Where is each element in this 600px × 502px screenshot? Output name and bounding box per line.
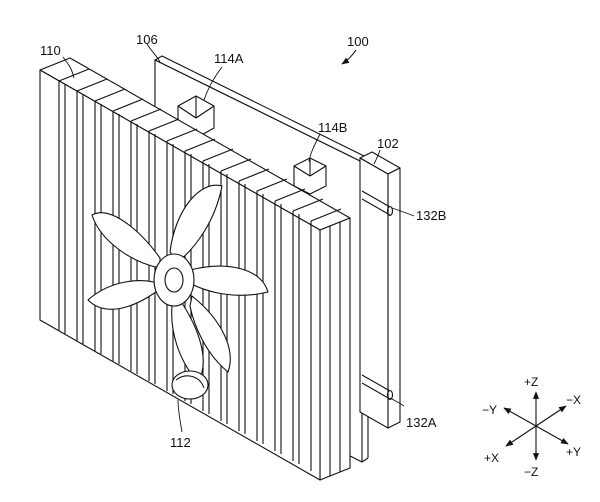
axis-pos-x-arrow xyxy=(505,425,537,447)
label-pin-a: 132A xyxy=(406,415,437,430)
label-plate: 106 xyxy=(136,32,158,47)
pin-132a xyxy=(361,374,394,401)
axis-label-pos-y: +Y xyxy=(566,445,581,459)
label-board: 102 xyxy=(377,136,399,151)
label-heatsink: 110 xyxy=(40,43,61,58)
leader-lines xyxy=(62,43,415,433)
axis-neg-x-arrow xyxy=(535,405,567,427)
pin-132b xyxy=(361,190,394,217)
axis-label-pos-x: +X xyxy=(484,451,499,465)
axis-label-neg-y: −Y xyxy=(482,403,497,417)
axis-triad xyxy=(503,391,569,461)
fan-112 xyxy=(87,184,269,400)
axis-pos-y-arrow xyxy=(535,425,569,445)
axis-label-neg-x: −X xyxy=(566,393,581,407)
label-clip-b: 114B xyxy=(318,120,347,135)
axis-neg-y-arrow xyxy=(503,407,537,427)
axis-label-pos-z: +Z xyxy=(524,375,538,389)
label-assembly: 100 xyxy=(347,34,369,49)
label-clip-a: 114A xyxy=(214,51,244,66)
label-fan: 112 xyxy=(170,435,191,450)
board-102 xyxy=(359,151,401,429)
clip-114b xyxy=(293,157,327,195)
axis-label-neg-z: −Z xyxy=(524,465,538,479)
label-pin-b: 132B xyxy=(416,208,446,223)
assembly-arrow xyxy=(341,49,357,65)
